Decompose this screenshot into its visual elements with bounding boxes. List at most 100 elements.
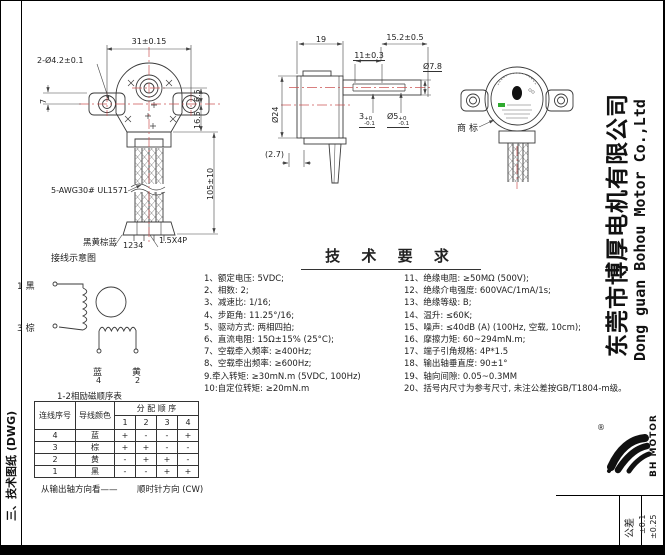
req-item: 9.牵入转矩: ≥30mN.m (5VDC, 100Hz) — [204, 371, 361, 382]
req-item: 12、绝缘介电强度: 600VAC/1mA/1s; — [404, 286, 551, 297]
frame-left-line — [21, 1, 22, 545]
front-holes-dim: 2-Ø4.2±0.1 — [37, 56, 84, 65]
table-row: 2 黄 - + + - — [34, 453, 199, 466]
wiring-yellow-label: 黄 — [132, 368, 142, 378]
req-item: 8、空载牵出频率: ≥600Hz; — [204, 359, 312, 370]
side-slot-length-dim: 11±0.3 — [353, 51, 385, 61]
front-wire-length-dim: 105±10 — [206, 167, 215, 200]
wiring-blue-num: 4 — [96, 376, 102, 385]
table-row: 3 棕 + + - - — [34, 441, 199, 454]
cell: 4 — [34, 429, 76, 442]
col-sequence: 分 配 顺 序 — [114, 401, 199, 416]
cell: + — [177, 429, 199, 442]
req-item: 7、空载牵入频率: ≥400Hz; — [204, 347, 312, 358]
trademark-view-outline — [460, 66, 574, 182]
req-item: 13、绝缘等级: B; — [404, 298, 472, 309]
front-view-dimensions — [43, 45, 218, 248]
registered-mark: ® — [597, 423, 605, 432]
cell: + — [114, 441, 136, 454]
tolerance-label: 公差 — [625, 518, 636, 538]
cell: - — [135, 465, 157, 478]
cell: 棕 — [75, 441, 115, 454]
titleblock-vline-2 — [641, 495, 642, 545]
req-item: 15、噪声: ≤40dB (A) (100Hz, 空载, 10cm); — [404, 322, 582, 333]
cell: - — [156, 429, 178, 442]
wiring-yellow-num: 2 — [135, 376, 141, 385]
cell: + — [114, 429, 136, 442]
company-name-en: Dong guan Bohou Motor Co.,Ltd — [631, 99, 649, 361]
wiring-title: 接线示意图 — [51, 254, 97, 264]
tolerance-value-1: ±0.1 — [638, 514, 647, 534]
front-pin-numbers: 1234 — [123, 241, 144, 250]
req-item: 11、绝缘电阻: ≥50MΩ (500V); — [404, 274, 529, 284]
wiring-terminal-1-label: 1 黑 — [17, 282, 35, 292]
req-item: 1、额定电压: 5VDC; — [204, 274, 285, 284]
bh-motor-logo-glyph — [607, 434, 652, 474]
req-item: 14、温升: ≤60K; — [404, 310, 473, 321]
seq-4: 4 — [177, 415, 199, 430]
req-item: 5、驱动方式: 两相四拍; — [204, 322, 295, 333]
req-item: 3、减速比: 1/16; — [204, 298, 271, 309]
left-margin-section-label: 三、技术图纸 (DWG) — [5, 410, 18, 521]
table-row: 1 黑 - - + + — [34, 465, 199, 478]
titleblock-vline-1 — [619, 495, 620, 545]
table-header-row: 连线序号 导线颜色 分 配 顺 序 — [34, 401, 199, 430]
wiring-terminal-3-label: 3 棕 — [17, 324, 35, 334]
req-item: 19、轴向间隙: 0.05~0.3MM — [404, 371, 518, 382]
table-row: 4 蓝 + - - + — [34, 429, 199, 442]
req-item: 16、摩擦力矩: 60~294mN.m; — [404, 335, 526, 346]
slot-depth-tolerance: +0-0.1 — [364, 116, 375, 127]
slot-dia-value: Ø5 — [387, 112, 399, 121]
front-connector-label: 1.5X4P — [159, 236, 188, 245]
side-view-dimensions — [278, 41, 431, 167]
bottom-bar — [1, 545, 664, 554]
cell: 黄 — [75, 453, 115, 466]
cell: + — [177, 465, 199, 478]
excitation-table: 连线序号 导线颜色 分 配 顺 序 1 2 3 4 4 蓝 + - - + 3 … — [34, 401, 199, 478]
table-note-right: 顺时针方向 (CW) — [137, 485, 204, 495]
trademark-callout-leader — [478, 119, 495, 128]
trademark-callout: 商标 — [457, 124, 482, 134]
front-wire-band — [130, 148, 166, 222]
front-wire-label: 5-AWG30# UL1571 — [51, 186, 129, 195]
slot-dia-tolerance: +0-0.1 — [398, 116, 410, 127]
cell: 3 — [34, 441, 76, 454]
cell: + — [156, 465, 178, 478]
req-item: 17、端子引角规格: 4P*1.5 — [404, 347, 509, 358]
col-wire-color: 导线颜色 — [75, 401, 115, 430]
front-right-dim-upper: 6.5 — [193, 89, 202, 102]
tech-requirements-title: 技 术 要 求 — [301, 245, 481, 270]
cell: - — [177, 453, 199, 466]
cell: 黑 — [75, 465, 115, 478]
front-wire-colors-label: 黑黄棕蓝 — [83, 238, 118, 248]
motor-label-art — [497, 72, 537, 119]
front-right-dim-lower: 16.5 — [193, 111, 202, 129]
cell: + — [135, 453, 157, 466]
cell: 1 — [34, 465, 76, 478]
req-item: 2、相数: 2; — [204, 286, 249, 297]
side-ref-dim: (2.7) — [265, 150, 284, 159]
req-item: 18、输出轴垂直度: 90±1° — [404, 359, 508, 370]
bh-motor-logo-text: BH MOTOR — [649, 414, 659, 477]
tech-requirements-left-column: 1、额定电压: 5VDC; 2、相数: 2; 3、减速比: 1/16; 4、步距… — [204, 273, 404, 395]
side-slot-dia-dim: Ø5+0-0.1 — [387, 112, 410, 128]
side-body-dia-dim: Ø24 — [271, 106, 280, 123]
wiring-blue-label: 蓝 — [93, 368, 103, 378]
cell: 蓝 — [75, 429, 115, 442]
crimp-tab-x-marks — [124, 79, 177, 129]
seq-3: 3 — [156, 415, 178, 430]
side-shaft-length-dim: 15.2±0.5 — [386, 33, 424, 42]
cell: + — [156, 453, 178, 466]
table-note-left: 从输出轴方向看—— — [41, 485, 118, 495]
trademark-wire-band — [507, 143, 529, 182]
seq-1: 1 — [114, 415, 136, 430]
col-wire-no: 连线序号 — [34, 401, 76, 430]
excitation-table-title: 1-2相励磁顺序表 — [57, 392, 122, 402]
side-depth-dim: 19 — [315, 35, 327, 44]
req-item: 4、步距角: 11.25°/16; — [204, 310, 295, 321]
side-shaft-dia-dim: Ø7.8 — [423, 62, 443, 72]
tolerance-value-2: ±0.25 — [649, 514, 658, 539]
frame-right-line — [663, 1, 664, 545]
